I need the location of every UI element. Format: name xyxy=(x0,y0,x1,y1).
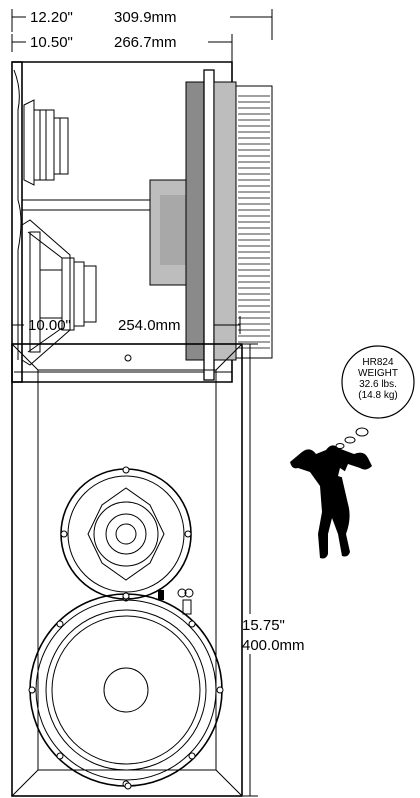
depth-total-dimension: 12.20" 309.9mm xyxy=(11,9,273,40)
height-mm: 400.0mm xyxy=(242,637,305,654)
depth-cabinet-dimension: 10.50" 266.7mm xyxy=(11,34,233,62)
width-dimension: 10.00" 254.0mm xyxy=(11,316,241,334)
amplifier-module xyxy=(149,69,273,381)
strongman-icon xyxy=(290,445,372,559)
front-view xyxy=(11,343,243,797)
bubble-label: WEIGHT xyxy=(358,368,398,379)
woofer-front xyxy=(28,592,224,788)
bubble-kg: (14.8 kg) xyxy=(358,390,397,401)
height-dimension: 15.75" 400.0mm xyxy=(242,343,305,797)
tweeter-front xyxy=(60,466,192,602)
bubble-model: HR824 xyxy=(362,357,394,368)
tweeter-side xyxy=(23,99,69,186)
width-mm: 254.0mm xyxy=(118,317,181,334)
front-controls xyxy=(158,588,194,615)
weight-thought-bubble: HR824 WEIGHT 32.6 lbs. (14.8 kg) xyxy=(335,345,415,449)
height-inches: 15.75" xyxy=(242,617,285,634)
side-view xyxy=(11,61,273,383)
width-inches: 10.00" xyxy=(28,317,71,334)
bubble-lbs: 32.6 lbs. xyxy=(359,379,397,390)
woofer-side xyxy=(21,219,97,366)
depth-total-mm: 309.9mm xyxy=(114,9,177,26)
depth-total-inches: 12.20" xyxy=(30,9,73,26)
depth-cabinet-inches: 10.50" xyxy=(30,34,73,51)
depth-cabinet-mm: 266.7mm xyxy=(114,34,177,51)
